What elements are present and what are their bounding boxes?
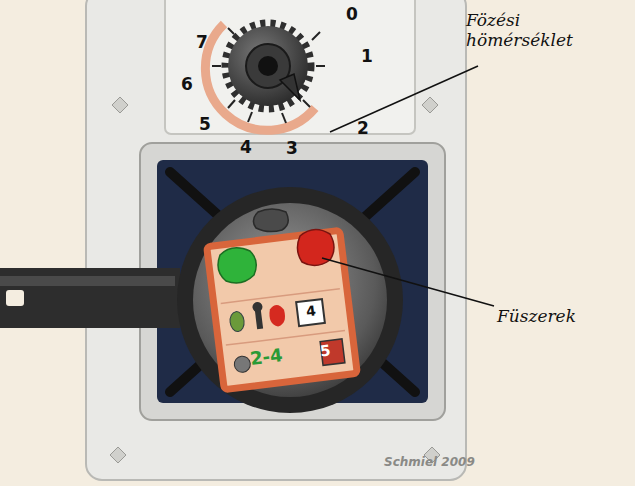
- temperature-arc: [205, 24, 315, 130]
- dial-number: 1: [361, 46, 373, 66]
- watermark: Schmiel 2009: [384, 455, 475, 469]
- handle-hole: [6, 290, 24, 306]
- pan-handle: [0, 268, 180, 328]
- dial-number: 2: [357, 118, 369, 138]
- dial-panel: [165, 0, 415, 134]
- spice-gray: [253, 209, 288, 232]
- callout-label: Füszerek: [497, 306, 576, 326]
- dial-number: 5: [199, 114, 211, 134]
- dial-number: 0: [346, 4, 358, 24]
- spice-green: [218, 248, 256, 283]
- burner-frame: [140, 143, 445, 420]
- board-panel: [86, 0, 466, 480]
- dial-number: 7: [196, 32, 208, 52]
- callout-label: Fözési hömérséklet: [466, 10, 631, 50]
- dial-number: 4: [240, 137, 252, 157]
- dial-number: 6: [181, 74, 193, 94]
- recipe-card: [207, 230, 358, 389]
- dial-hole: [258, 56, 278, 76]
- dial-number: 3: [286, 138, 298, 158]
- card-value: 4: [305, 302, 317, 319]
- dial-pointer: [280, 74, 300, 100]
- leader-line: [330, 66, 478, 132]
- dial-knob: [228, 26, 308, 106]
- card-value: 5: [319, 341, 332, 360]
- handle-shine: [0, 276, 175, 286]
- dial-teeth: [226, 24, 310, 108]
- pan-bottom: [193, 203, 387, 397]
- leader-line: [322, 258, 494, 306]
- pan-rim: [177, 187, 403, 413]
- card-value: 2-4: [249, 344, 284, 369]
